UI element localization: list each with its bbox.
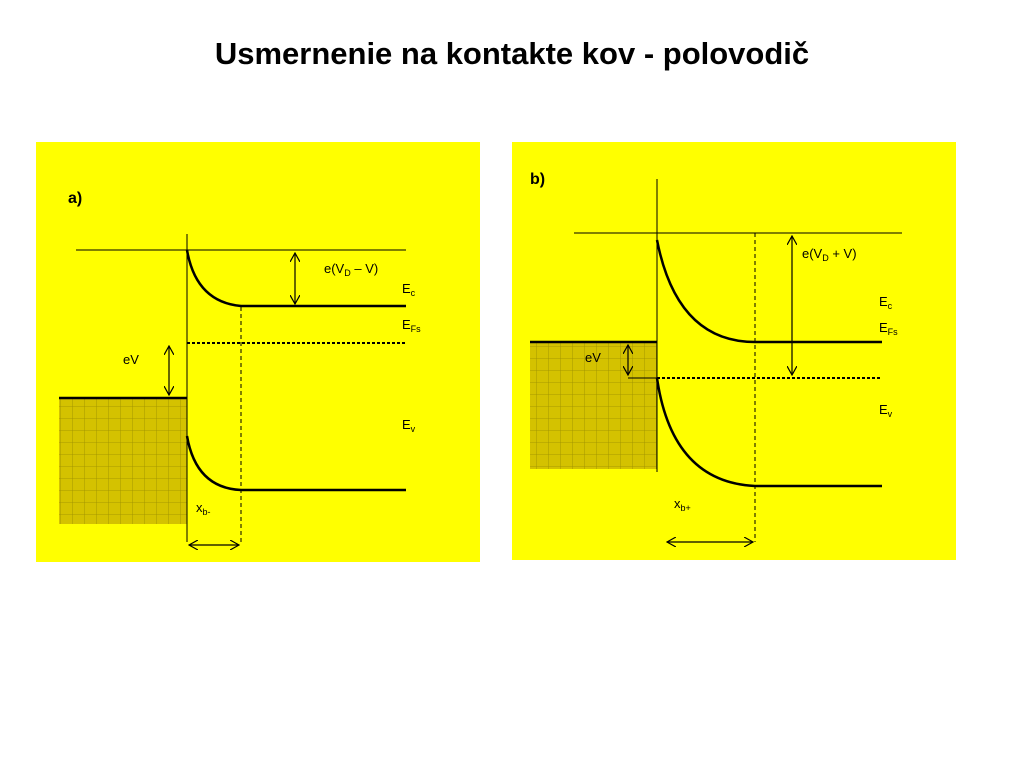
band-diagram-b: b) e(VD + V) Ec EFs Ev eV xb+ [512,142,956,560]
panel-label-a: a) [68,190,82,207]
valence-band-a [185,435,406,492]
barrier-label-a: e(VD – V) [324,261,378,278]
ev-label-a: Ev [402,417,416,434]
conduction-band-b [655,239,882,344]
bias-label-a: eV [123,352,139,367]
band-diagram-a: a) e(VD – V) Ec EFs Ev eV xb- [36,142,480,562]
band-diagram-b-svg: b) e(VD + V) Ec EFs Ev eV xb+ [512,142,956,560]
ec-label-a: Ec [402,281,416,298]
conduction-band-a [185,249,406,308]
width-label-a: xb- [196,500,211,517]
bias-label-b: eV [585,350,601,365]
slide-title: Usmernenie na kontakte kov - polovodič [214,36,810,71]
panel-label-b: b) [530,171,545,188]
band-diagram-a-svg: a) e(VD – V) Ec EFs Ev eV xb- [36,142,480,562]
metal-region-b [530,342,657,469]
metal-region-a [59,398,187,524]
valence-band-b [655,377,882,488]
efs-label-a: EFs [402,317,421,334]
ev-label-b: Ev [879,402,893,419]
barrier-label-b: e(VD + V) [802,246,857,263]
ec-label-b: Ec [879,294,893,311]
width-label-b: xb+ [674,496,691,513]
efs-label-b: EFs [879,320,898,337]
